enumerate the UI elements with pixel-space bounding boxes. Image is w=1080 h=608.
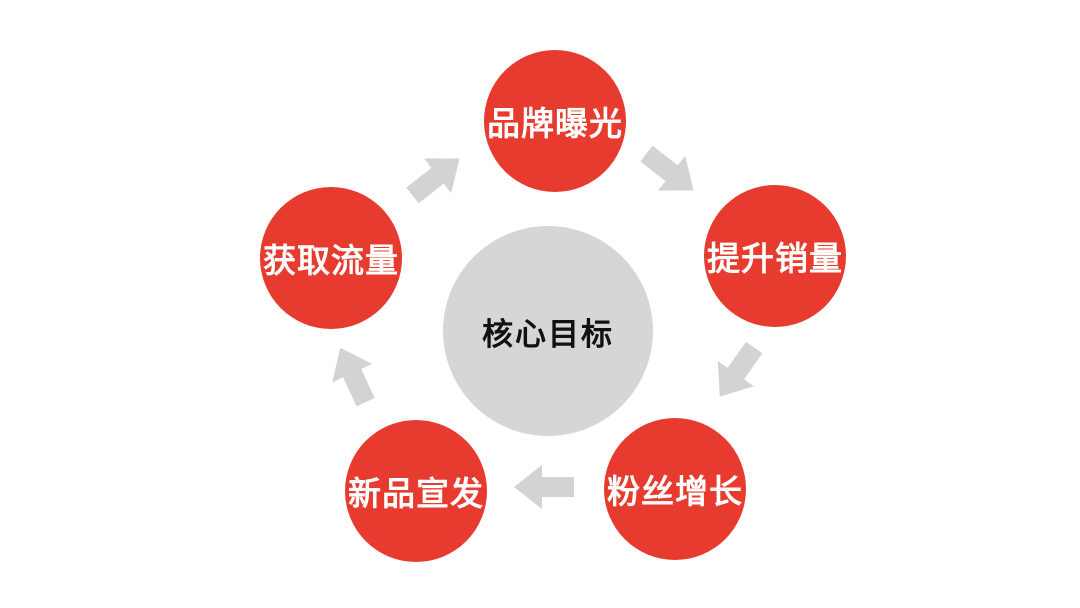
arrow-right-icon xyxy=(702,335,772,409)
arrow-right-icon xyxy=(514,465,574,509)
node-label: 粉丝增长 xyxy=(607,472,743,511)
node-label: 新品宣发 xyxy=(348,474,484,513)
center-node-label: 核心目标 xyxy=(482,316,614,353)
arrow-right-icon xyxy=(633,136,707,208)
arrow-right-icon xyxy=(320,339,385,412)
node-acquire-traffic: 获取流量 xyxy=(260,187,402,329)
node-label: 提升销量 xyxy=(707,239,843,278)
node-increase-sales: 提升销量 xyxy=(704,185,846,327)
node-label: 获取流量 xyxy=(263,241,399,280)
node-label: 品牌曝光 xyxy=(487,104,623,143)
center-node: 核心目标 xyxy=(443,226,653,436)
node-follower-growth: 粉丝增长 xyxy=(604,418,746,560)
node-brand-exposure: 品牌曝光 xyxy=(484,50,626,192)
arrow-right-icon xyxy=(399,141,473,213)
node-new-product-launch: 新品宣发 xyxy=(345,420,487,562)
